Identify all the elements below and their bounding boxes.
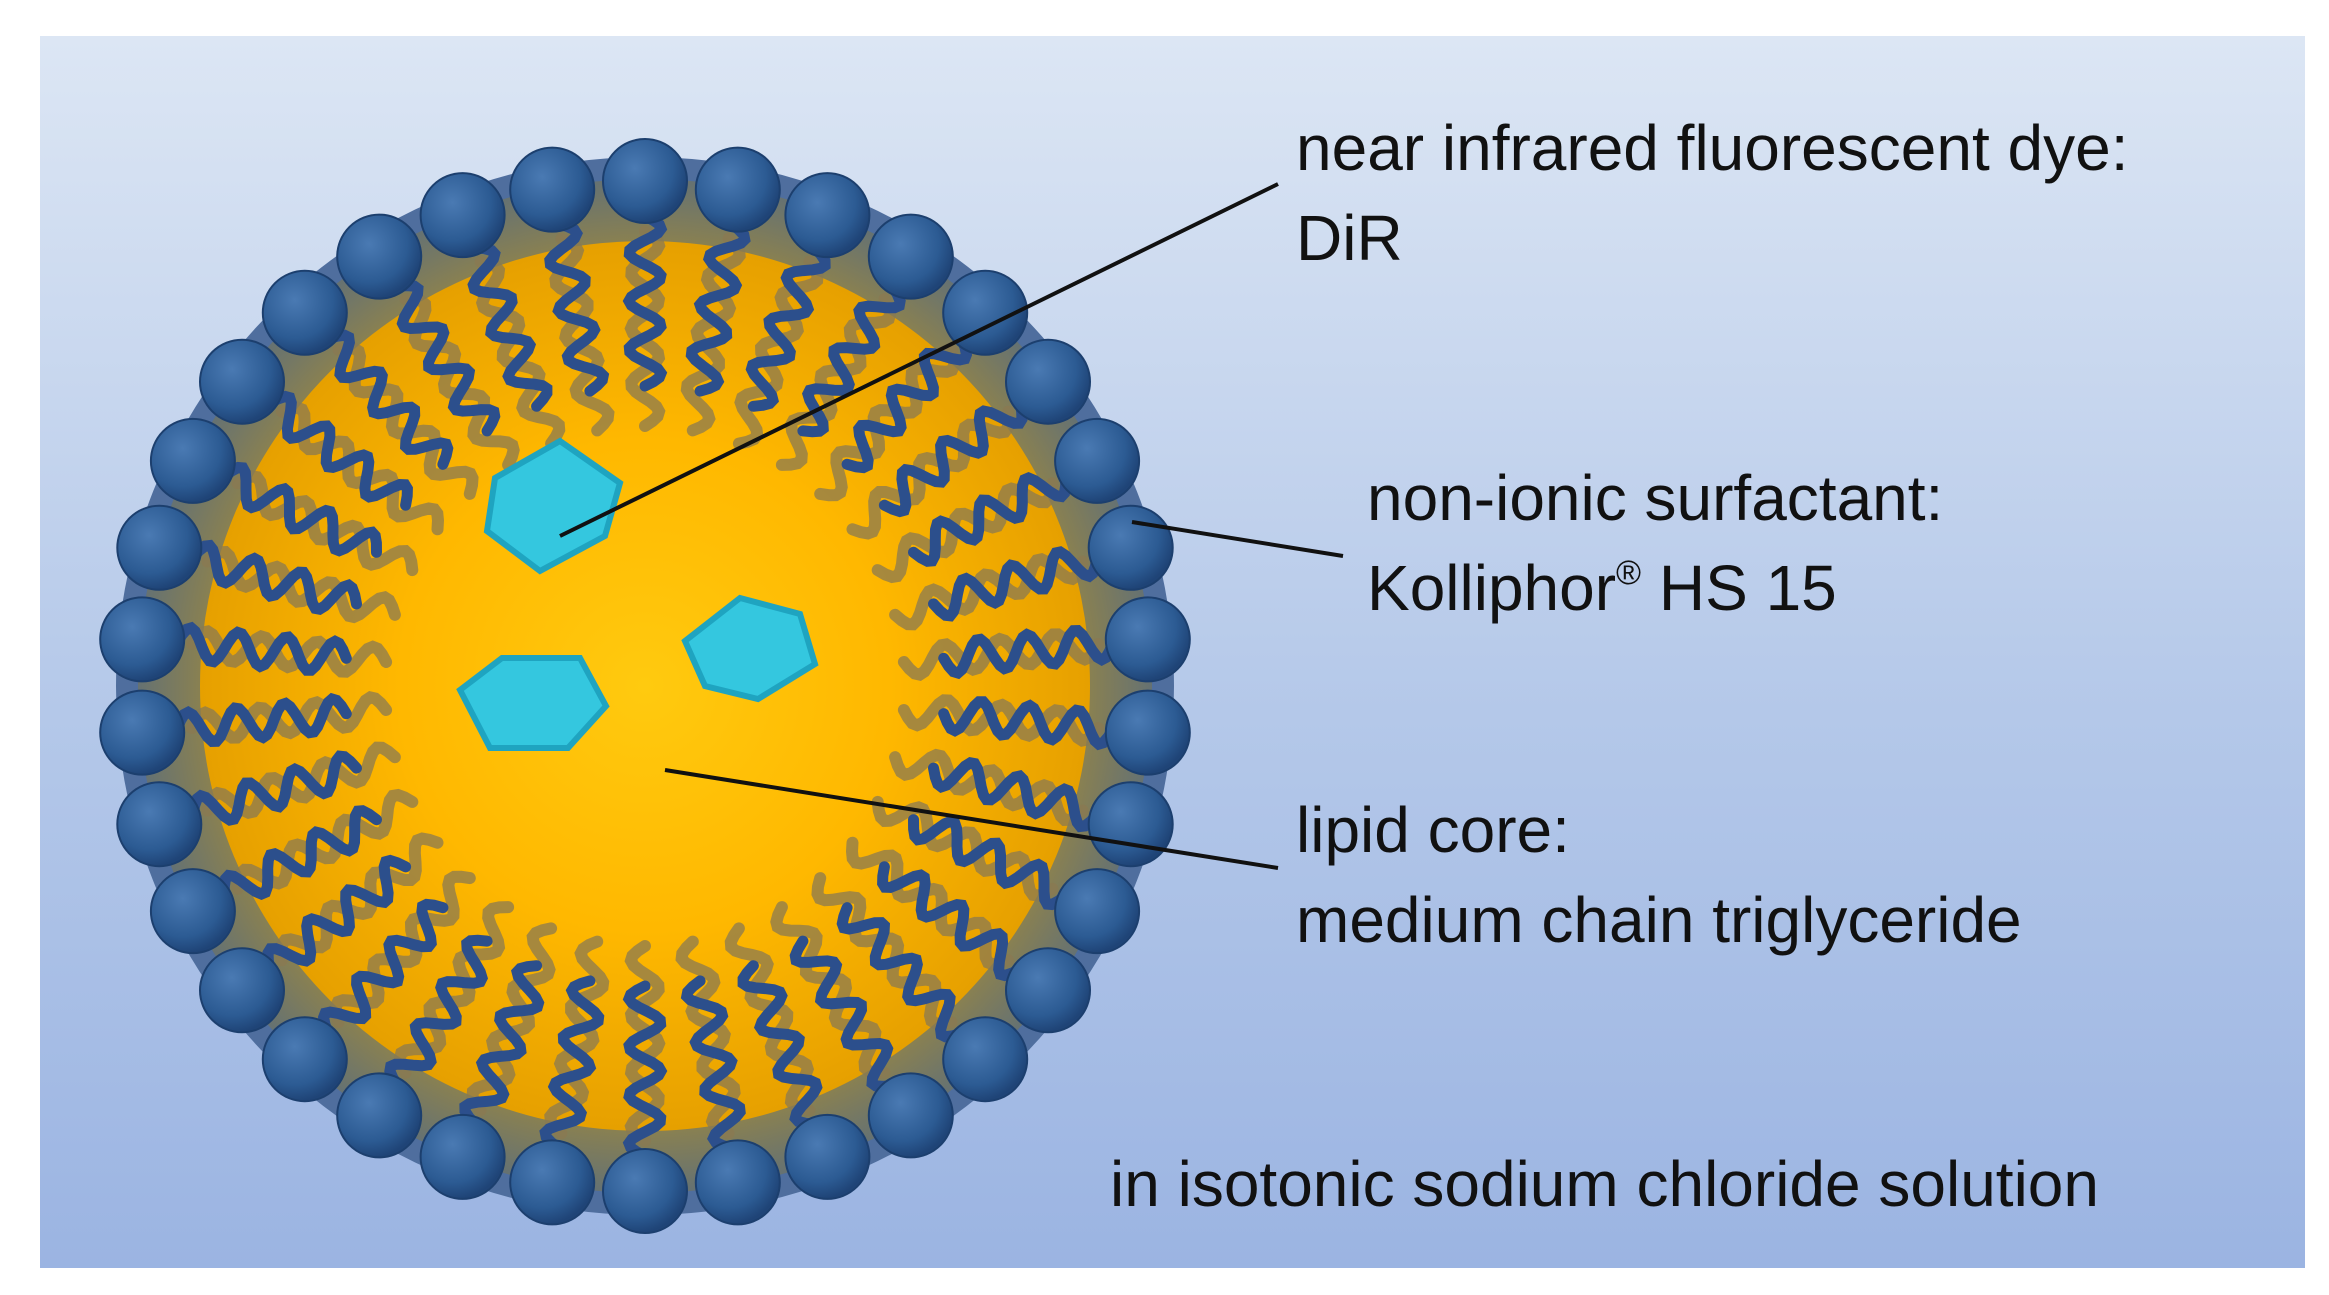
surfactant-head: [116, 504, 203, 591]
surfactant-tail: [938, 625, 1119, 680]
surfactant-head: [116, 781, 203, 868]
surfactant-head: [602, 1148, 688, 1234]
callout-line-dye: [559, 182, 1279, 538]
surfactant-tail: [685, 218, 751, 397]
surfactant-head: [1005, 947, 1091, 1034]
nanoparticle-illustration: [99, 138, 1344, 1234]
dye-crystal: [681, 594, 819, 703]
surfactant-head: [694, 1139, 781, 1226]
surfactant-head: [509, 146, 596, 233]
core-label-line2: medium chain triglyceride: [1296, 883, 2022, 956]
surfactant-head: [602, 138, 688, 224]
surfactant-name: Kolliphor: [1367, 551, 1617, 624]
surfactant-tail: [187, 750, 362, 826]
surfactant-label: non-ionic surfactant: Kolliphor® HS 15: [1367, 454, 1943, 633]
surfactant-head: [867, 213, 954, 300]
surfactant-tail: [877, 861, 1026, 982]
dye-crystal: [483, 437, 624, 575]
surfactant-tail: [789, 935, 898, 1092]
surfactant-heads: [99, 138, 1191, 1234]
surfactant-tail: [622, 210, 668, 392]
nanoparticle: [99, 138, 1191, 1234]
surfactant-tail: [878, 397, 1028, 518]
surfactant-tail: [218, 805, 382, 901]
surfactant-tail: [187, 539, 362, 616]
surfactant-head: [867, 1072, 954, 1159]
surfactant-tail: [680, 975, 746, 1154]
surfactant-head: [336, 1072, 423, 1159]
surfactant-label-line1: non-ionic surfactant:: [1367, 462, 1944, 534]
surfactant-head: [336, 213, 423, 300]
surfactant-tail: [928, 756, 1103, 833]
diagram-panel: near infrared fluorescent dye: DiR non-i…: [40, 36, 2305, 1268]
surfactant-head: [1104, 596, 1191, 683]
surfactant-tail: [928, 546, 1103, 622]
surfactant-head: [942, 1016, 1029, 1103]
surfactant-head: [784, 172, 871, 259]
surfactant-head: [99, 689, 186, 776]
dye-molecules: [456, 437, 819, 751]
dye-label: near infrared fluorescent dye: DiR: [1296, 104, 2128, 283]
surfactant-head: [419, 1113, 506, 1200]
surfactant-tail: [262, 854, 412, 975]
surfactant-head: [1005, 338, 1091, 425]
surfactant-tail: [459, 960, 545, 1130]
surfactant-head: [1054, 417, 1141, 504]
solution-label: in isotonic sodium chloride solution: [1110, 1148, 2099, 1220]
surfactant-tail: [264, 390, 413, 511]
surfactant-head: [419, 172, 506, 259]
callout-line-core: [664, 768, 1279, 870]
callout-lines: [559, 182, 1344, 870]
surfactant-head: [509, 1139, 596, 1226]
surfactant-tail: [797, 280, 906, 438]
surfactant-head: [1054, 868, 1141, 955]
surfactant-tails: [171, 210, 1119, 1162]
surfactant-tail: [908, 814, 1072, 911]
surfactant-tail: [384, 934, 493, 1092]
surfactant-head: [261, 1016, 348, 1103]
surfactant-tail: [467, 242, 553, 412]
surfactant-head: [1104, 689, 1191, 776]
surfactant-tail: [836, 902, 968, 1043]
surfactant-tail: [539, 975, 605, 1154]
surfactant-head: [199, 947, 285, 1034]
surfactant-grade: HS 15: [1641, 551, 1837, 624]
surfactant-head: [1087, 504, 1174, 591]
surfactant-label-line2: Kolliphor® HS 15: [1367, 544, 1943, 634]
surfactant-tail: [938, 696, 1119, 751]
surfactant-head: [149, 417, 236, 504]
core-label: lipid core: medium chain triglyceride: [1296, 786, 2022, 965]
surfactant-tail: [317, 898, 449, 1039]
registered-mark: ®: [1616, 553, 1642, 592]
surfactant-tail: [908, 471, 1072, 567]
surfactant-tail: [841, 333, 973, 474]
surfactant-head: [694, 146, 781, 233]
surfactant-tail: [171, 621, 352, 676]
surfactant-tail: [544, 218, 610, 397]
surfactant-head: [942, 269, 1029, 356]
surfactant-tail: [745, 242, 831, 412]
dye-label-line1: near infrared fluorescent dye:: [1296, 112, 2129, 184]
surfactant-head: [149, 868, 236, 955]
dye-label-line2: DiR: [1296, 201, 1403, 274]
surfactant-tail: [322, 329, 454, 470]
core-label-line1: lipid core:: [1296, 794, 1570, 866]
surfactant-tail: [392, 280, 501, 437]
surfactant-tail: [737, 960, 823, 1130]
callout-line-surfactant: [1131, 520, 1344, 558]
surfactant-head: [1087, 781, 1174, 868]
surfactant-head: [261, 269, 348, 356]
surfactant-head: [784, 1113, 871, 1200]
dye-crystal: [456, 655, 610, 751]
surfactant-head: [99, 596, 186, 683]
surfactant-head: [199, 338, 285, 425]
surfactant-tail: [218, 461, 382, 558]
surfactant-tail: [171, 692, 352, 747]
surfactant-tail: [622, 980, 668, 1162]
